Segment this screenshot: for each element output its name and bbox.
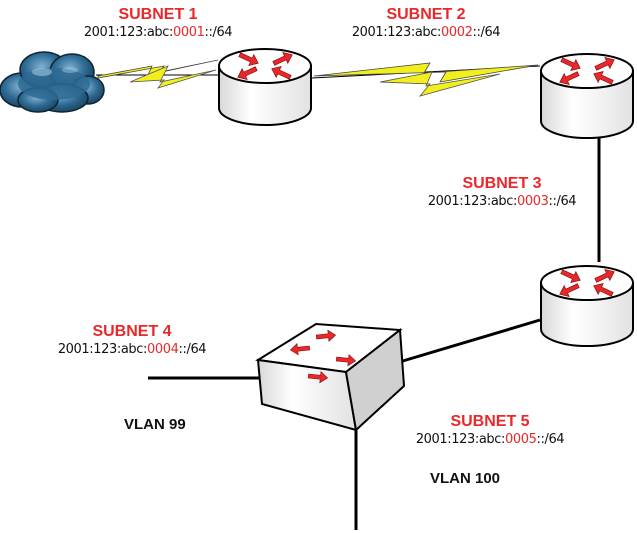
subnet-title: SUBNET 5 — [450, 413, 530, 430]
link-router3-switch — [395, 318, 541, 365]
subnet-title: SUBNET 3 — [462, 175, 542, 192]
router-icon — [540, 53, 634, 139]
subnet-address: 2001:123:abc:0005::/64 — [415, 432, 565, 447]
subnet-address: 2001:123:abc:0003::/64 — [427, 194, 577, 209]
router-icon — [540, 265, 634, 347]
vlan-100-label: VLAN 100 — [430, 470, 501, 487]
subnet-address: 2001:123:abc:0002::/64 — [351, 25, 501, 40]
subnet-title: SUBNET 4 — [92, 323, 172, 340]
subnet-title: SUBNET 1 — [118, 6, 198, 23]
subnet-1-label: SUBNET 1 2001:123:abc:0001::/64 — [78, 6, 238, 41]
vlan-99-label: VLAN 99 — [124, 416, 186, 433]
subnet-5-label: SUBNET 5 2001:123:abc:0005::/64 — [410, 413, 570, 448]
router-icon — [218, 48, 312, 126]
subnet-2-label: SUBNET 2 2001:123:abc:0002::/64 — [346, 6, 506, 41]
serial-link-icon — [311, 62, 541, 97]
subnet-title: SUBNET 2 — [386, 6, 466, 23]
subnet-address: 2001:123:abc:0001::/64 — [83, 25, 233, 40]
subnet-3-label: SUBNET 3 2001:123:abc:0003::/64 — [422, 175, 582, 210]
subnet-4-label: SUBNET 4 2001:123:abc:0004::/64 — [52, 323, 212, 358]
subnet-address: 2001:123:abc:0004::/64 — [57, 342, 207, 357]
cloud-icon — [0, 51, 105, 113]
serial-link-icon — [96, 59, 220, 89]
switch-icon — [255, 322, 406, 432]
